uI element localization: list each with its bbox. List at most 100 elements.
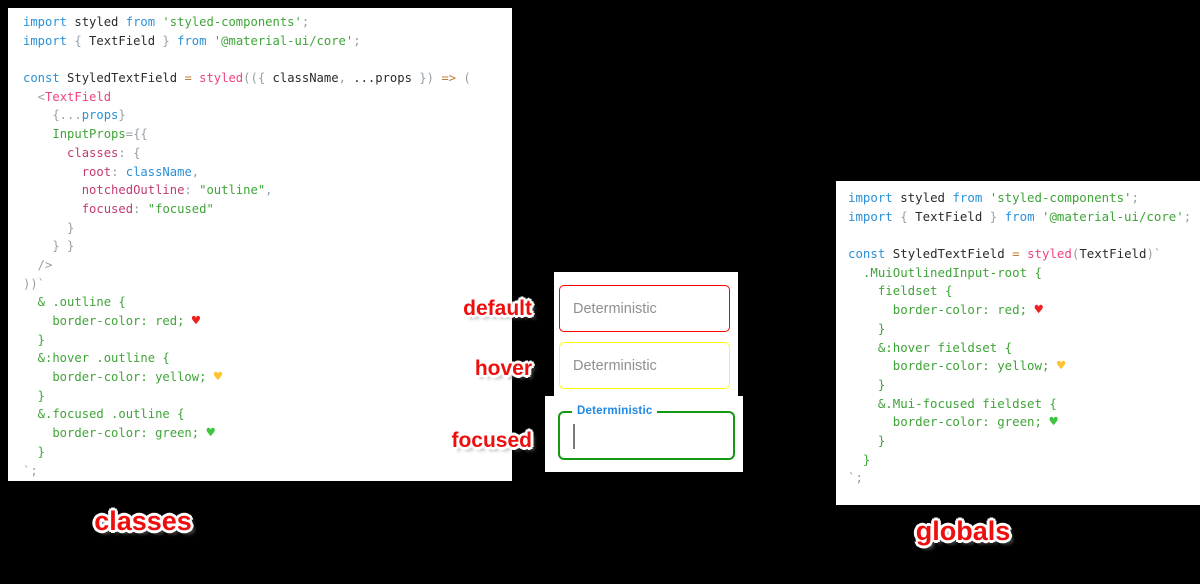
code-line: const StyledTextField = styled(({ classN… xyxy=(23,69,512,88)
code-line: fieldset { xyxy=(848,282,1200,301)
code-token xyxy=(23,127,52,141)
code-token: const xyxy=(23,71,60,86)
code-line: border-color: yellow; ♥ xyxy=(23,368,512,387)
code-token: < xyxy=(23,89,46,104)
code-token: , xyxy=(191,164,200,179)
state-label-hover: hover xyxy=(474,357,532,380)
code-token: ( xyxy=(456,71,471,86)
code-line: <TextField xyxy=(23,88,512,107)
code-token: & .outline { xyxy=(23,295,126,310)
code-token: } xyxy=(118,108,126,123)
code-line: border-color: green; ♥ xyxy=(23,424,512,443)
code-token: classes xyxy=(67,145,119,160)
code-token: ={{ xyxy=(125,127,148,142)
code-token: , xyxy=(338,71,354,86)
code-line: &.Mui-focused fieldset { xyxy=(848,395,1200,414)
code-line: /> xyxy=(23,256,512,275)
code-token: &.Mui-focused fieldset { xyxy=(848,395,1057,411)
code-token: border-color: yellow; xyxy=(23,370,214,385)
code-line: InputProps={{ xyxy=(23,125,512,144)
code-token: InputProps xyxy=(52,127,126,142)
code-line: ))` xyxy=(23,275,512,294)
code-panel-classes: import styled from 'styled-components';i… xyxy=(8,8,512,481)
code-token: } xyxy=(848,451,871,467)
code-token: : { xyxy=(118,145,141,160)
code-token: ; xyxy=(1183,208,1192,224)
code-token: props xyxy=(81,108,119,123)
code-line: root: className, xyxy=(23,163,512,182)
code-token: {... xyxy=(23,108,82,123)
code-line: &.focused .outline { xyxy=(23,405,512,424)
code-token: root xyxy=(81,164,112,179)
code-token: `; xyxy=(848,470,863,486)
code-token: } xyxy=(23,220,75,235)
code-token: border-color: yellow; xyxy=(848,358,1057,374)
code-token: ))` xyxy=(23,276,46,291)
code-line: `; xyxy=(23,462,512,481)
heart-icon: ♥ xyxy=(213,369,223,386)
code-token: (({ xyxy=(243,71,273,86)
code-token: border-color: green; xyxy=(23,426,207,441)
code-token: StyledTextField xyxy=(59,71,185,86)
code-token: { xyxy=(892,208,916,224)
code-token xyxy=(1020,246,1027,261)
code-line: `; xyxy=(848,469,1200,488)
code-token: )` xyxy=(1146,246,1162,262)
heart-icon: ♥ xyxy=(1049,414,1058,431)
textfield-default[interactable] xyxy=(559,285,730,332)
code-token: = xyxy=(184,71,192,86)
code-token: const xyxy=(848,246,886,262)
code-line: } xyxy=(848,432,1200,451)
code-line: classes: { xyxy=(23,144,512,163)
code-token: { xyxy=(67,33,90,48)
code-token: &:hover fieldset { xyxy=(848,339,1013,355)
code-token: } xyxy=(23,332,46,347)
code-line: focused: "focused" xyxy=(23,200,512,219)
code-token: border-color: red; xyxy=(848,302,1035,318)
code-token: import xyxy=(848,208,893,224)
code-line xyxy=(23,50,512,69)
code-token: border-color: green; xyxy=(848,414,1050,430)
code-line: import styled from 'styled-components'; xyxy=(848,189,1200,208)
code-token: } xyxy=(23,444,46,459)
textfield-hover[interactable] xyxy=(559,342,730,389)
code-token: => xyxy=(441,71,456,86)
code-token: TextField xyxy=(915,208,983,224)
code-line: const StyledTextField = styled(TextField… xyxy=(848,245,1200,264)
code-token: focused xyxy=(81,201,134,216)
code-token: notchedOutline xyxy=(81,183,185,198)
caption-classes: classes xyxy=(94,506,192,536)
code-token: }) xyxy=(411,71,442,86)
code-token: import xyxy=(23,15,68,29)
code-token: } xyxy=(848,376,886,392)
code-token: } xyxy=(155,33,178,48)
textfield-preview-panel-focused: Deterministic xyxy=(545,396,743,472)
code-token: "outline" xyxy=(199,183,266,198)
floating-label: Deterministic xyxy=(572,405,658,417)
code-line xyxy=(848,226,1200,245)
code-line: border-color: red; ♥ xyxy=(848,301,1200,320)
code-token: TextField xyxy=(45,89,112,104)
code-token: ( xyxy=(1071,246,1080,262)
code-token: /> xyxy=(23,257,53,272)
code-token: } xyxy=(23,388,46,403)
code-token: styled xyxy=(199,71,244,86)
code-line: } xyxy=(848,451,1200,470)
textfield-focused[interactable]: Deterministic xyxy=(558,405,735,460)
code-line: border-color: green; ♥ xyxy=(848,413,1200,432)
code-line: } } xyxy=(23,237,512,256)
code-token: className xyxy=(272,71,339,86)
code-line: import styled from 'styled-components'; xyxy=(23,13,512,32)
code-line: &:hover .outline { xyxy=(23,349,512,368)
code-line: } xyxy=(848,320,1200,339)
code-token: '@material-ui/core' xyxy=(1034,208,1184,224)
code-token: from xyxy=(125,15,156,29)
code-token: ...props xyxy=(353,71,412,86)
code-token: TextField xyxy=(89,33,156,48)
code-line: .MuiOutlinedInput-root { xyxy=(848,264,1200,283)
code-token: StyledTextField xyxy=(885,246,1013,262)
code-line: & .outline { xyxy=(23,293,512,312)
code-line: &:hover fieldset { xyxy=(848,339,1200,358)
code-token: } } xyxy=(23,239,75,254)
